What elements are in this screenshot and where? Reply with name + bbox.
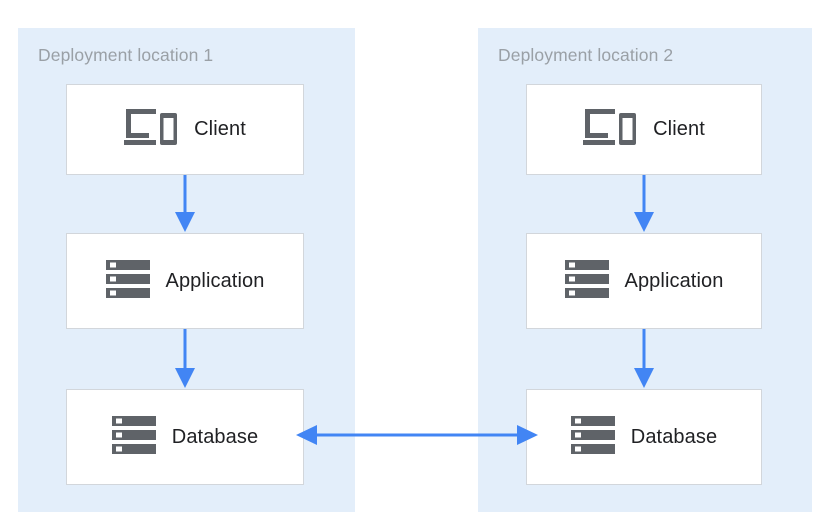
arrow-database-to-database-bidirectional [296, 425, 538, 445]
node-application-2[interactable]: Application [526, 233, 762, 329]
arrow-application-to-database-2 [634, 329, 654, 388]
node-database-2-label: Database [630, 425, 718, 448]
deployment-zone-2-label: Deployment location 2 [498, 45, 674, 65]
node-application-1-label: Application [165, 269, 265, 292]
node-client-2[interactable]: Client [526, 84, 762, 175]
devices-icon [583, 107, 637, 152]
node-client-2-label: Client [653, 118, 705, 140]
server-rack-icon [570, 415, 615, 460]
arrow-application-to-database-1 [175, 329, 195, 388]
node-client-1[interactable]: Client [66, 84, 304, 175]
node-application-1[interactable]: Application [66, 233, 304, 329]
server-rack-icon [564, 259, 609, 304]
node-database-1-label: Database [171, 425, 259, 448]
server-rack-icon [105, 259, 150, 304]
arrow-client-to-application-2 [634, 175, 654, 232]
node-database-2[interactable]: Database [526, 389, 762, 485]
server-rack-icon [111, 415, 156, 460]
arrow-client-to-application-1 [175, 175, 195, 232]
devices-icon [124, 107, 178, 152]
node-database-1[interactable]: Database [66, 389, 304, 485]
deployment-zone-1-label: Deployment location 1 [38, 45, 214, 65]
node-client-1-label: Client [194, 118, 246, 140]
node-application-2-label: Application [624, 269, 724, 292]
